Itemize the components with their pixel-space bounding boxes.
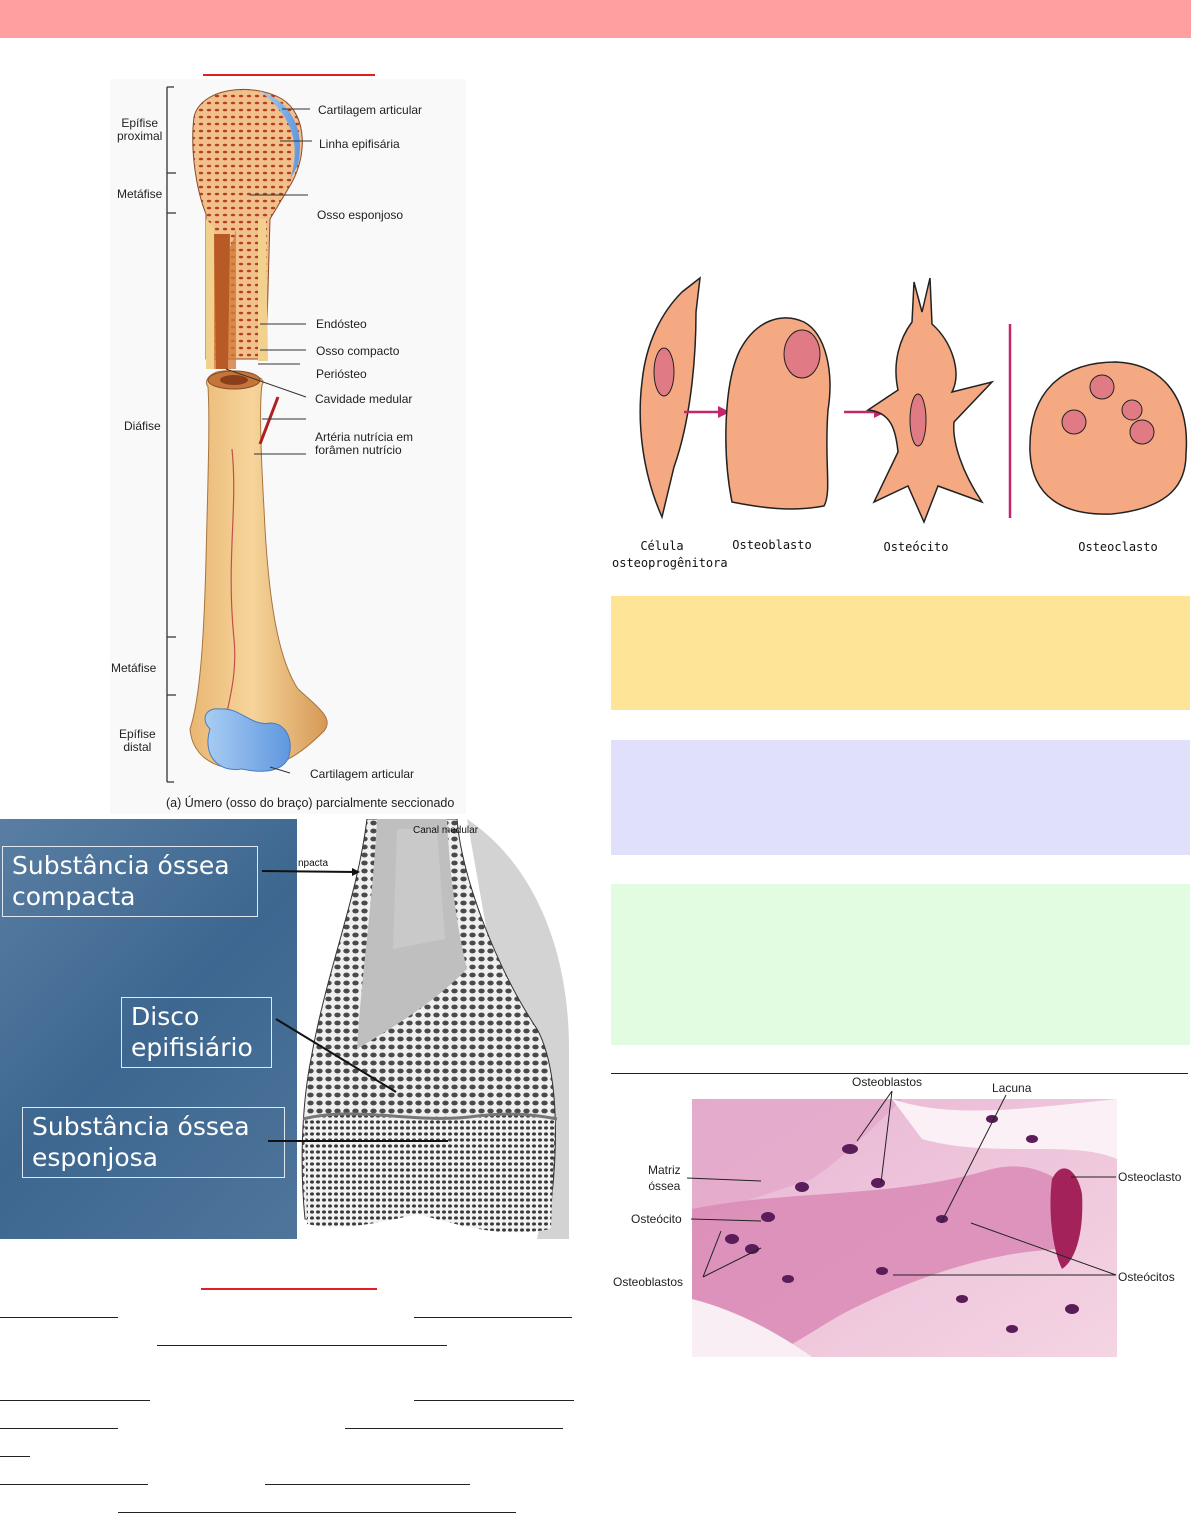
label-epifise-distal: Epífise distal [119,728,156,754]
label-osteoblasto: Osteoblasto [732,538,812,552]
blank-line-4b [345,1428,563,1429]
blank-line-7 [118,1512,516,1513]
blank-line-6a [0,1484,148,1485]
title-underline-bottom [201,1288,377,1290]
blank-line-2 [157,1345,447,1346]
blank-line-4a [0,1428,118,1429]
label-celula-osteoprogenitora: Célula osteoprogênitora [612,538,712,572]
blank-line-1a [0,1317,118,1318]
lavender-box [611,740,1190,855]
label-endosteo: Endósteo [316,318,367,331]
label-epifise-proximal: Epífise proximal [117,117,162,143]
blank-line-3a [0,1400,150,1401]
label-cavidade-medular: Cavidade medular [315,393,412,406]
label-osteocitos-histo: Osteócitos [1118,1270,1175,1284]
histology-pointers [611,1073,1190,1373]
label-osteoblastos-top: Osteoblastos [852,1075,922,1089]
label-osteocito-histo: Osteócito [631,1212,682,1226]
header-bar [0,0,1191,38]
yellow-box [611,596,1190,710]
title-underline-top [203,74,375,76]
label-arteria-nutricia: Artéria nutrícia em forâmen nutrício [315,431,413,457]
label-osteoblastos-bottom: Osteoblastos [613,1275,683,1289]
humerus-caption: (a) Úmero (osso do braço) parcialmente s… [166,797,454,810]
label-osso-esponjoso: Osso esponjoso [317,209,403,222]
bone-cells-illustration [612,272,1190,532]
blank-line-5 [0,1456,30,1457]
label-diafise: Diáfise [124,420,161,433]
green-box [611,884,1190,1045]
label-osso-compacto: Osso compacto [316,345,399,358]
blank-line-1b [414,1317,572,1318]
label-linha-epifisaria: Linha epifisária [319,138,400,151]
blank-line-3b [414,1400,574,1401]
label-cartilagem-articular-bottom: Cartilagem articular [310,768,414,781]
label-periosteo: Periósteo [316,368,367,381]
label-matriz-ossea: Matriz óssea [648,1162,681,1194]
bone-section-pointers [0,819,569,1239]
label-metafise-bottom: Metáfise [111,662,156,675]
label-lacuna: Lacuna [992,1081,1031,1095]
label-osteoclasto: Osteoclasto [1078,540,1158,554]
blank-line-6b [265,1484,470,1485]
label-osteoclasto-histo: Osteoclasto [1118,1170,1181,1184]
label-metafise-top: Metáfise [117,188,162,201]
label-cartilagem-articular-top: Cartilagem articular [318,104,422,117]
label-osteocito: Osteócito [876,540,956,554]
